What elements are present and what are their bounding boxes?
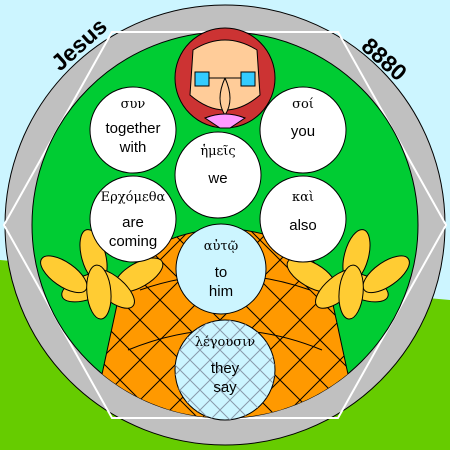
english-word-line1: together bbox=[105, 120, 160, 137]
word-circle-we: ἡμεῖς we bbox=[174, 131, 262, 219]
english-word-line2: coming bbox=[109, 233, 157, 250]
english-word-line1: are bbox=[122, 214, 144, 231]
hexagon-outline bbox=[2, 31, 448, 419]
greek-word: Ερχόμεθα bbox=[101, 190, 166, 205]
word-circle-also: καὶ also bbox=[259, 175, 347, 263]
greek-word: ἡμεῖς bbox=[200, 144, 235, 159]
flower-right bbox=[286, 229, 410, 320]
english-word-line1: to bbox=[215, 264, 228, 281]
word-circles: συν together with σοί you Ερχόμεθα are c… bbox=[89, 86, 347, 421]
greek-word: λέγουσιν bbox=[195, 335, 255, 350]
word-circle-they-say: λέγουσιν they say bbox=[174, 319, 276, 421]
english-word-line2: say bbox=[213, 379, 237, 396]
english-word-line1: also bbox=[289, 217, 317, 234]
english-word-line1: you bbox=[291, 123, 315, 140]
english-word-line1: we bbox=[207, 170, 227, 187]
word-circle-you: σοί you bbox=[259, 86, 347, 174]
word-circle-are-coming: Ερχόμεθα are coming bbox=[89, 175, 177, 263]
word-circle-together-with: συν together with bbox=[89, 86, 177, 174]
left-eye bbox=[194, 71, 210, 87]
word-circle-to-him: αὐτῷ to him bbox=[175, 223, 267, 315]
flower-left bbox=[40, 229, 164, 320]
greek-word: αὐτῷ bbox=[204, 239, 238, 254]
face bbox=[174, 27, 276, 129]
right-eye bbox=[240, 71, 256, 87]
greek-word: καὶ bbox=[292, 190, 314, 205]
collar bbox=[203, 113, 247, 129]
english-word-line2: him bbox=[209, 283, 233, 300]
english-word-line2: with bbox=[119, 139, 147, 156]
english-word-line1: they bbox=[211, 360, 240, 377]
greek-word: σοί bbox=[292, 97, 314, 112]
greek-word: συν bbox=[121, 97, 146, 112]
